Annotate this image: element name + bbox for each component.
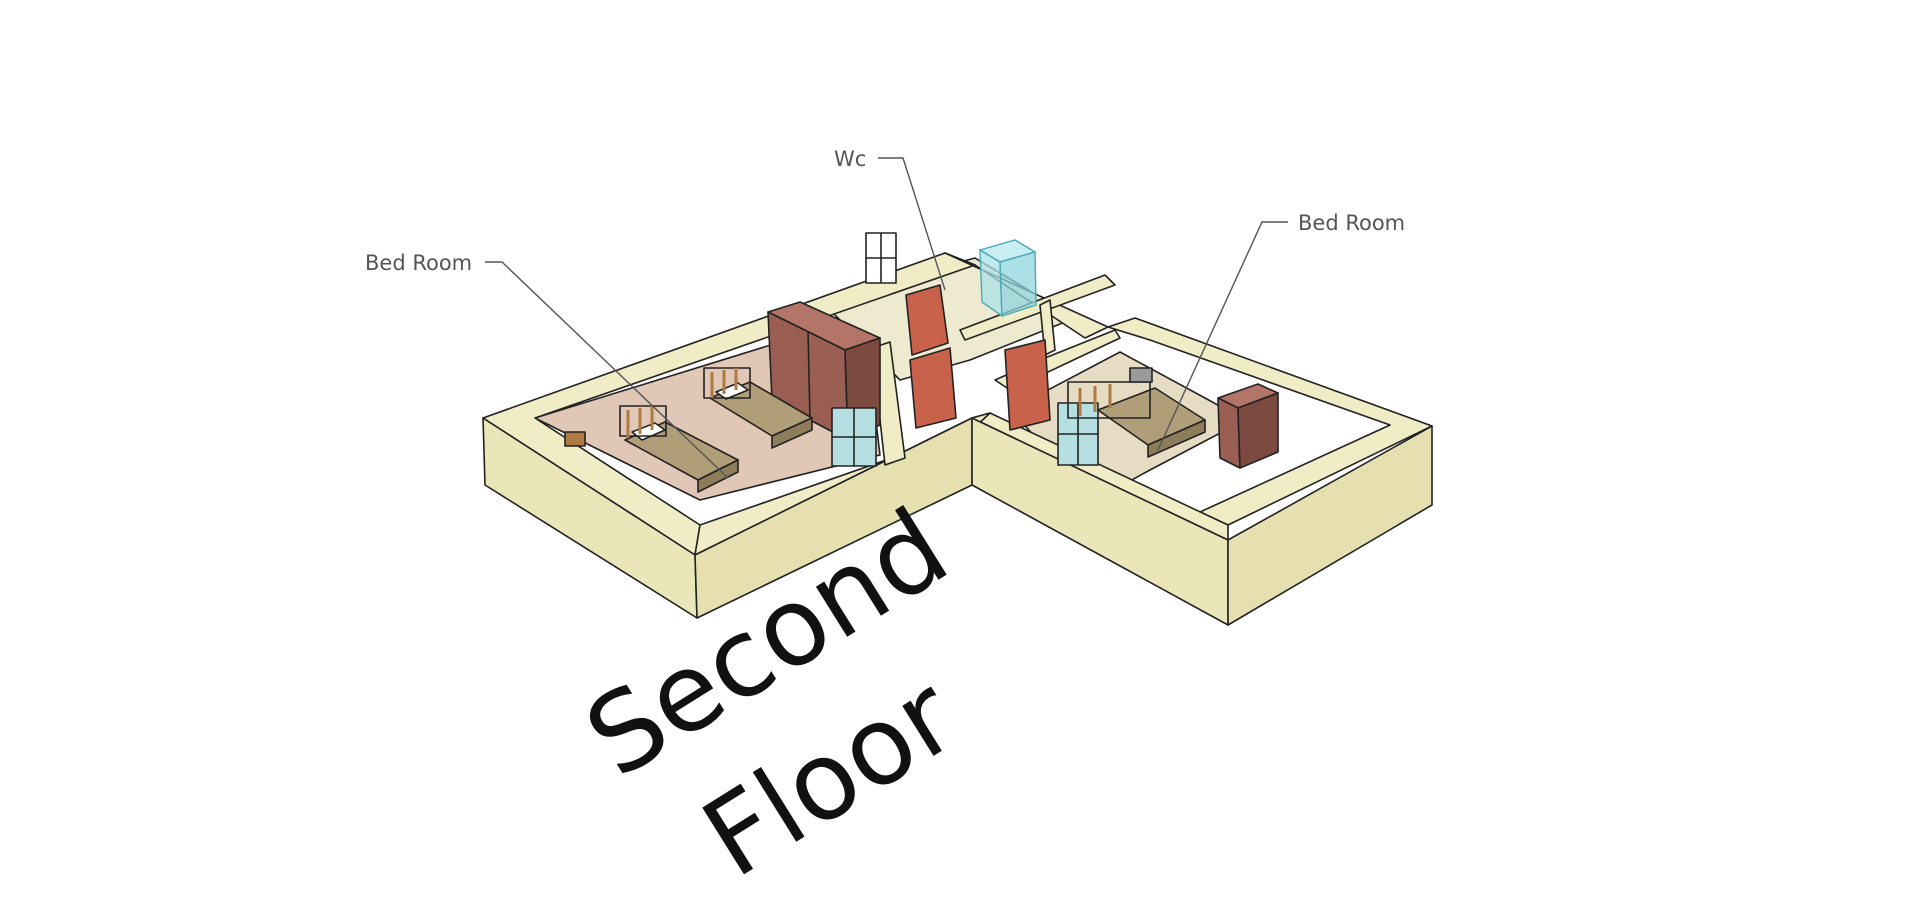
- bed-left-partial: [564, 431, 586, 447]
- shower-glass-box: [978, 239, 1037, 318]
- label-bedroom-right: Bed Room: [1298, 211, 1405, 235]
- door-wc-lower: [909, 347, 957, 429]
- partition-wall-wc: [959, 274, 1116, 341]
- bed-right: [1067, 367, 1206, 458]
- door-right-bedroom: [1004, 339, 1051, 431]
- label-bedroom-left: Bed Room: [365, 251, 472, 275]
- wardrobe-right: [1217, 383, 1279, 469]
- door-wc-upper: [905, 284, 949, 356]
- leader-bedroom-right: [1157, 221, 1288, 451]
- window-back: [865, 232, 897, 284]
- leader-lines: [485, 157, 1288, 479]
- window-left-front: [831, 407, 877, 467]
- bed-left-1: [619, 405, 739, 493]
- leader-bedroom-left: [485, 261, 729, 479]
- bed-left-2: [703, 367, 813, 449]
- leader-wc: [878, 157, 946, 291]
- outer-walls: [482, 252, 1433, 626]
- wall-face-right-end: [1227, 425, 1433, 626]
- window-right-front: [1057, 402, 1099, 466]
- doors: [905, 284, 1051, 431]
- label-wc: Wc: [834, 147, 866, 171]
